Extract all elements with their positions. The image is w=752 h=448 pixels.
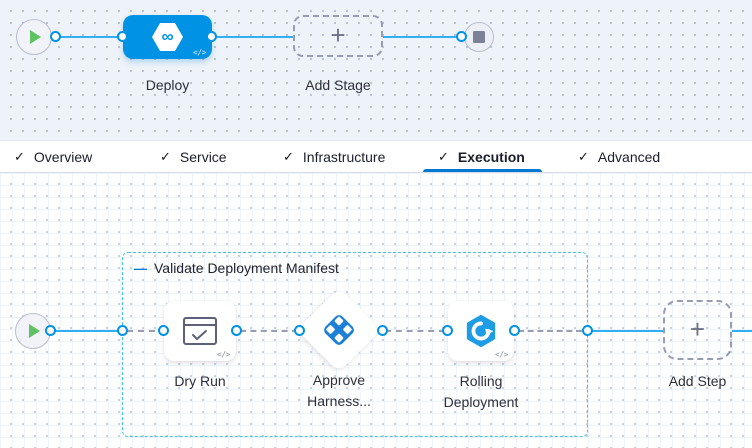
- plus-icon: +: [689, 314, 706, 344]
- add-stage-button[interactable]: +: [293, 15, 383, 57]
- rolling-out-port[interactable]: [509, 325, 520, 336]
- tab-label: Overview: [33, 148, 93, 165]
- code-icon[interactable]: </>: [193, 48, 206, 57]
- dry-run-out-port[interactable]: [231, 325, 242, 336]
- group-out-port[interactable]: [582, 325, 593, 336]
- deploy-in-port[interactable]: [117, 31, 128, 42]
- step-group-box[interactable]: — Validate Deployment Manifest: [122, 252, 588, 437]
- stage-connector-line: [212, 36, 295, 38]
- plus-icon: +: [330, 20, 346, 50]
- rolling-deployment-icon: [466, 314, 496, 348]
- dry-run-in-port[interactable]: [158, 325, 169, 336]
- stage-connector-line: [55, 36, 125, 38]
- check-icon: ✓: [160, 149, 171, 164]
- check-icon: ✓: [14, 149, 25, 164]
- step-label-rolling-deployment: Rolling Deployment: [443, 373, 519, 410]
- cd-stage-icon: ∞: [152, 23, 183, 51]
- step-label-dry-run: Dry Run: [174, 373, 226, 389]
- step-node-dry-run[interactable]: </>: [164, 301, 236, 361]
- exec-connector-line: [732, 330, 752, 332]
- end-node-port[interactable]: [456, 31, 467, 42]
- tab-infrastructure[interactable]: ✓ Infrastructure: [283, 141, 385, 172]
- harness-approval-icon: [324, 315, 354, 345]
- pipeline-end-node[interactable]: [464, 22, 494, 52]
- step-node-rolling-deployment[interactable]: </>: [448, 301, 514, 361]
- tab-label: Execution: [457, 148, 525, 165]
- stop-icon: [473, 31, 485, 43]
- tab-advanced[interactable]: ✓ Advanced: [578, 141, 660, 172]
- check-icon: ✓: [438, 149, 449, 164]
- check-icon: ✓: [283, 149, 294, 164]
- add-step-label: Add Step: [668, 373, 727, 389]
- approval-out-port[interactable]: [377, 325, 388, 336]
- code-icon[interactable]: </>: [495, 350, 508, 359]
- step-group-header: — Validate Deployment Manifest: [134, 260, 339, 276]
- play-icon: [29, 324, 40, 338]
- tab-execution[interactable]: ✓ Execution: [438, 141, 525, 172]
- pipeline-start-node[interactable]: [16, 19, 52, 55]
- pipeline-tabbar: ✓ Overview ✓ Service ✓ Infrastructure ✓ …: [0, 140, 752, 173]
- deploy-out-port[interactable]: [206, 31, 217, 42]
- add-stage-label: Add Stage: [305, 77, 371, 93]
- stage-connector-line: [383, 36, 463, 38]
- group-in-port[interactable]: [117, 325, 128, 336]
- tab-overview[interactable]: ✓ Overview: [14, 141, 92, 172]
- dry-run-icon: [183, 317, 217, 345]
- play-icon: [30, 30, 41, 44]
- stage-label-deploy: Deploy: [145, 77, 190, 93]
- active-tab-indicator: [423, 169, 542, 172]
- exec-dashed-line: [240, 330, 298, 332]
- step-label-approval: Approve Harness...: [307, 372, 371, 409]
- execution-canvas: — Validate Deployment Manifest </> Dry R…: [0, 173, 752, 448]
- add-step-button[interactable]: +: [663, 300, 732, 360]
- rolling-in-port[interactable]: [442, 325, 453, 336]
- stage-node-deploy[interactable]: ∞ </>: [123, 15, 212, 59]
- start-node-port[interactable]: [50, 31, 61, 42]
- tab-label: Service: [179, 148, 227, 165]
- exec-dashed-line: [127, 330, 166, 332]
- collapse-icon[interactable]: —: [134, 260, 147, 276]
- exec-dashed-line: [385, 330, 445, 332]
- exec-connector-line: [50, 330, 123, 332]
- step-group-title: Validate Deployment Manifest: [154, 260, 339, 276]
- code-icon[interactable]: </>: [217, 350, 230, 359]
- tab-service[interactable]: ✓ Service: [160, 141, 227, 172]
- check-icon: ✓: [578, 149, 589, 164]
- exec-dashed-line: [518, 330, 582, 332]
- exec-connector-line: [592, 330, 663, 332]
- tab-label: Infrastructure: [302, 148, 386, 165]
- stage-canvas: ∞ </> Deploy + Add Stage: [0, 0, 752, 140]
- approval-in-port[interactable]: [294, 325, 305, 336]
- exec-start-port[interactable]: [45, 325, 56, 336]
- tab-label: Advanced: [597, 148, 661, 165]
